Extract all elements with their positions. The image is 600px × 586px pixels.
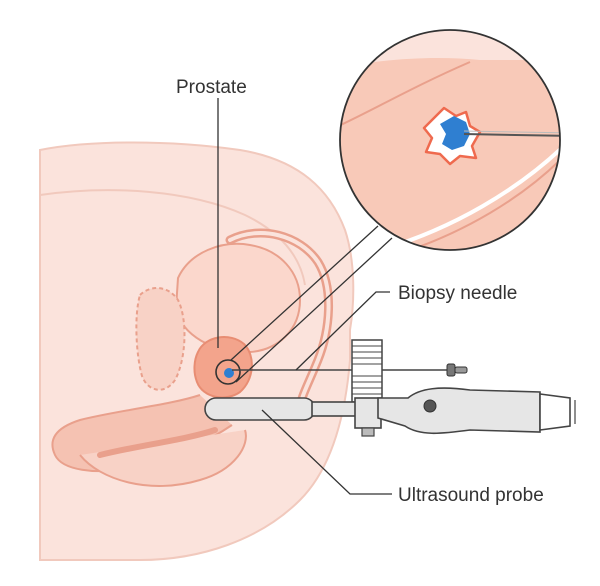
- abdomen-fold: [39, 189, 306, 286]
- rectum-inner: [228, 231, 331, 412]
- zoom-line-lower: [235, 237, 393, 383]
- pubic-bone: [135, 287, 186, 391]
- scrotum: [79, 429, 247, 487]
- biopsy-sample: [440, 116, 470, 150]
- prostate-gland: [193, 336, 253, 399]
- probe-leader: [261, 409, 392, 495]
- zoom-circle-border: [339, 29, 561, 251]
- needle-guide-ridges: [352, 345, 382, 395]
- probe-clamp: [354, 397, 382, 429]
- zoom-line-upper: [230, 225, 379, 361]
- probe-button: [423, 399, 437, 413]
- probe-handle: [377, 387, 541, 435]
- probe-cable-end: [539, 393, 571, 431]
- biopsy-needle-label: Biopsy needle: [398, 283, 518, 304]
- prostate-label: Prostate: [176, 77, 247, 98]
- needle-leader: [295, 291, 390, 371]
- biopsy-sample-small: [224, 368, 234, 378]
- magnified-view: [340, 30, 560, 250]
- target-circle: [215, 359, 241, 385]
- needle-hub: [446, 363, 456, 377]
- bladder: [174, 243, 302, 354]
- perineum-fold: [97, 427, 218, 458]
- needle-in-zoom: [463, 133, 560, 137]
- probe-shaft: [204, 397, 316, 421]
- needle-guide: [351, 339, 383, 403]
- body-outline: [39, 141, 355, 561]
- ultrasound-probe-label: Ultrasound probe: [398, 485, 544, 506]
